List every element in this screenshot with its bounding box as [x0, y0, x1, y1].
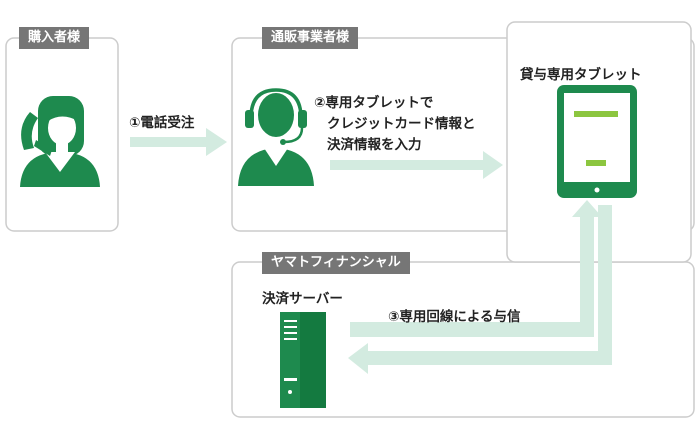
- buyer-tag: 購入者様: [19, 27, 90, 49]
- yamato-panel: [231, 261, 695, 418]
- phone-caller-icon: [20, 96, 100, 187]
- server-icon: [280, 312, 326, 408]
- step2-line2: クレジットカード情報と: [327, 116, 476, 132]
- arrow-step1: [130, 128, 227, 156]
- step2-line1: ②専用タブレットで: [314, 95, 434, 111]
- step3-label: ③専用回線による与信: [388, 309, 521, 325]
- tablet-title: 貸与専用タブレット: [520, 67, 642, 83]
- step2-line3: 決済情報を入力: [327, 137, 422, 153]
- step1-label: ①電話受注: [129, 115, 195, 131]
- headset-operator-icon: [238, 88, 314, 186]
- tablet-icon: [557, 85, 637, 198]
- yamato-tag: ヤマトフィナンシャル: [262, 252, 410, 274]
- arrow-step3-up: [350, 200, 602, 337]
- merchant-tag: 通販事業者様: [262, 27, 359, 49]
- arrow-step3-return: [348, 205, 612, 374]
- server-label: 決済サーバー: [262, 291, 343, 307]
- arrow-step2: [330, 151, 503, 179]
